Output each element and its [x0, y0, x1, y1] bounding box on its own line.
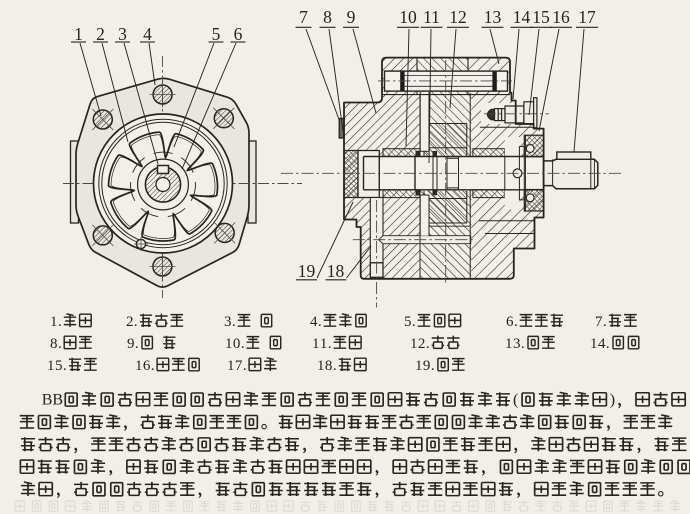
- svg-text:.: .: [603, 314, 607, 330]
- svg-text:1: 1: [227, 358, 235, 374]
- svg-text:.: .: [514, 314, 518, 330]
- svg-text:1: 1: [135, 358, 143, 374]
- svg-text:18: 18: [327, 261, 345, 281]
- svg-text:9: 9: [127, 336, 135, 352]
- svg-text:7: 7: [595, 314, 603, 330]
- svg-text:12: 12: [449, 7, 467, 27]
- svg-text:3: 3: [118, 24, 127, 44]
- svg-text:4: 4: [143, 24, 152, 44]
- svg-text:17: 17: [578, 7, 596, 27]
- svg-text:.: .: [426, 336, 430, 352]
- svg-text:1: 1: [590, 336, 598, 352]
- svg-text:.: .: [58, 336, 62, 352]
- svg-text:5: 5: [212, 24, 221, 44]
- svg-text:1: 1: [410, 336, 418, 352]
- svg-text:10: 10: [399, 7, 417, 27]
- svg-text:.: .: [431, 358, 435, 374]
- svg-text:7: 7: [299, 7, 308, 27]
- svg-text:16: 16: [552, 7, 570, 27]
- svg-text:8: 8: [50, 336, 58, 352]
- svg-text:3: 3: [513, 336, 521, 352]
- svg-text:1: 1: [317, 358, 325, 374]
- svg-text:.: .: [606, 336, 610, 352]
- svg-text:1: 1: [320, 336, 328, 352]
- svg-text:8: 8: [325, 358, 333, 374]
- svg-text:7: 7: [235, 358, 243, 374]
- svg-text:9: 9: [423, 358, 431, 374]
- svg-text:5: 5: [404, 314, 412, 330]
- svg-text:3: 3: [224, 314, 232, 330]
- svg-text:6: 6: [506, 314, 514, 330]
- svg-text:.: .: [151, 358, 155, 374]
- svg-text:2: 2: [96, 24, 105, 44]
- svg-text:.: .: [135, 336, 139, 352]
- svg-text:13: 13: [484, 7, 502, 27]
- svg-text:.: .: [58, 314, 62, 330]
- svg-text:.: .: [63, 358, 67, 374]
- svg-text:1: 1: [312, 336, 320, 352]
- svg-text:.: .: [328, 336, 332, 352]
- svg-text:.: .: [232, 314, 236, 330]
- svg-text:5: 5: [55, 358, 63, 374]
- svg-text:8: 8: [323, 7, 332, 27]
- svg-text:1: 1: [74, 24, 83, 44]
- svg-text:.: .: [318, 314, 322, 330]
- svg-text:6: 6: [143, 358, 151, 374]
- svg-text:.: .: [521, 336, 525, 352]
- svg-text:19: 19: [298, 261, 316, 281]
- svg-text:.: .: [241, 336, 245, 352]
- svg-text:9: 9: [347, 7, 356, 27]
- svg-text:14: 14: [513, 7, 531, 27]
- svg-text:1: 1: [225, 336, 233, 352]
- svg-text:6: 6: [234, 24, 243, 44]
- svg-text:B: B: [52, 392, 63, 409]
- svg-text:2: 2: [418, 336, 426, 352]
- svg-text:15: 15: [532, 7, 550, 27]
- svg-text:11: 11: [423, 7, 440, 27]
- svg-text:B: B: [42, 392, 53, 409]
- svg-text:): ): [610, 392, 615, 409]
- svg-text:1: 1: [505, 336, 513, 352]
- svg-text:0: 0: [233, 336, 241, 352]
- svg-text:.: .: [243, 358, 247, 374]
- svg-text:.: .: [412, 314, 416, 330]
- svg-text:(: (: [513, 392, 518, 409]
- svg-text:1: 1: [47, 358, 55, 374]
- svg-text:1: 1: [415, 358, 423, 374]
- svg-text:.: .: [134, 314, 138, 330]
- svg-text:.: .: [333, 358, 337, 374]
- svg-text:1: 1: [50, 314, 58, 330]
- svg-text:2: 2: [126, 314, 134, 330]
- svg-text:4: 4: [310, 314, 318, 330]
- svg-text:4: 4: [598, 336, 606, 352]
